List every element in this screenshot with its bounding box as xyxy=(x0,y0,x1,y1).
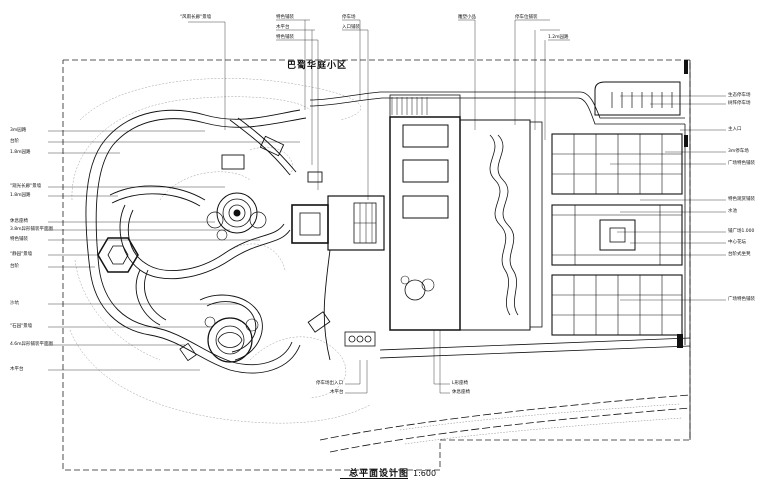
central-entrance-building xyxy=(291,195,385,251)
plaza-grid-center xyxy=(551,204,683,266)
south-bench xyxy=(344,331,376,347)
terrain-contours xyxy=(69,78,371,424)
label-bottom: L形座椅 xyxy=(452,381,469,386)
main-building xyxy=(389,94,461,331)
label-right: 树阵停车场 xyxy=(728,101,751,106)
label-left: 特色铺装 xyxy=(10,237,28,242)
label-left: "静园"景墙 xyxy=(10,252,33,257)
label-right: 主入口 xyxy=(728,127,742,132)
label-right: 中心花坛 xyxy=(728,240,746,245)
hexagon-pavilion xyxy=(97,237,139,273)
label-top: 特色铺装 xyxy=(276,15,294,20)
south-round-garden xyxy=(179,316,259,363)
label-top: 特色铺装 xyxy=(276,35,294,40)
label-right: 铺广场1.000 xyxy=(728,229,755,234)
label-bottom: 木平台 xyxy=(330,390,344,395)
label-top: 雕塑小品 xyxy=(458,15,476,20)
label-top: "风雨长廊"景墙 xyxy=(180,15,212,20)
label-left: 1.8m园路 xyxy=(10,193,31,198)
label-right: 特色观赏铺装 xyxy=(728,197,755,202)
label-top: 木平台 xyxy=(276,25,290,30)
label-right: 台阶式坐凳 xyxy=(728,252,751,257)
leader-lines-right xyxy=(610,95,726,301)
label-top: 1.2m园路 xyxy=(548,35,569,40)
label-right: 水池 xyxy=(728,209,737,214)
label-left: 3m园路 xyxy=(10,128,27,133)
entry-stairs xyxy=(391,97,428,115)
plaza-grid-south xyxy=(551,274,683,336)
roads xyxy=(319,60,691,453)
plaza-grid-north xyxy=(551,133,683,195)
label-bottom: 休息座椅 xyxy=(452,390,470,395)
label-left: 木平台 xyxy=(10,367,24,372)
garden-path xyxy=(85,109,331,374)
label-left: 台阶 xyxy=(10,264,19,269)
leader-lines-bottom xyxy=(345,330,450,394)
garden-structures xyxy=(221,135,331,333)
label-right: 广场特色铺装 xyxy=(728,161,755,166)
label-top: 停车场 xyxy=(342,15,356,20)
corner-markers xyxy=(677,60,688,348)
leader-lines-left xyxy=(48,130,300,371)
label-left: "石园"景墙 xyxy=(10,324,33,329)
drawing-scale: 1:600 xyxy=(413,469,437,478)
leader-lines-top xyxy=(188,19,570,200)
label-left: 1.8m园路 xyxy=(10,150,31,155)
label-right: 3m停车场 xyxy=(728,149,749,154)
label-left: 沙坑 xyxy=(10,301,19,306)
roadside-shrubs xyxy=(399,403,683,445)
label-left: 3.8m异形铺装平面图 xyxy=(10,227,54,232)
title-underline xyxy=(340,478,408,479)
label-bottom: 停车场出入口 xyxy=(316,381,343,386)
label-right: 广场特色铺装 xyxy=(728,297,755,302)
label-left: "观光长廊"景墙 xyxy=(10,184,42,189)
district-name: 巴蜀华庭小区 xyxy=(287,61,348,71)
label-right: 生态停车场 xyxy=(728,93,751,98)
circular-plaza xyxy=(206,192,267,241)
label-left: 休息座椅 xyxy=(10,219,28,224)
label-top: 入口铺装 xyxy=(342,25,360,30)
top-parking xyxy=(594,81,681,116)
label-top: 停车位铺装 xyxy=(515,15,538,20)
label-left: 4.6m异形铺装平面图 xyxy=(10,342,54,347)
north-road xyxy=(309,91,685,125)
drawing-title-text: 总平面设计图 xyxy=(349,469,410,479)
courtyard xyxy=(459,119,543,331)
label-left: 台阶 xyxy=(10,139,19,144)
